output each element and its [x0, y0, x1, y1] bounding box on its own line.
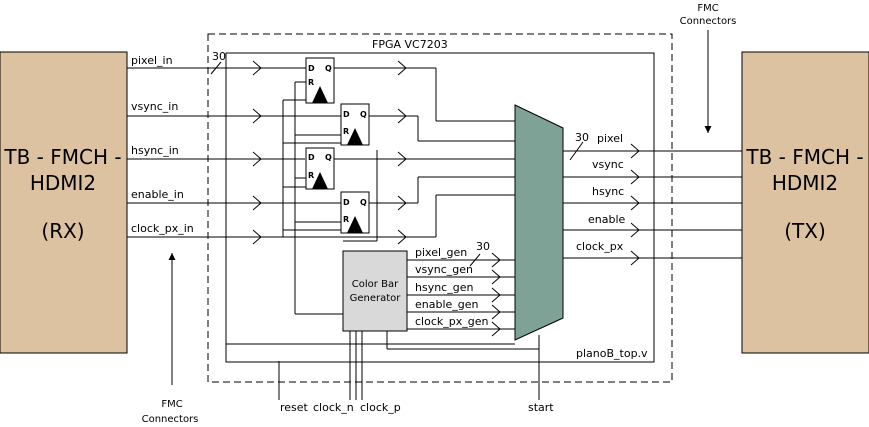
gen-label-enable: enable_gen	[415, 298, 479, 311]
input-label-clock: clock_px_in	[131, 222, 194, 235]
rx-title-1: TB - FMCH -	[3, 145, 121, 169]
output-label-pixel: pixel	[597, 132, 623, 145]
flipflop-pin-labels: D Q R D Q R D Q R D Q R	[308, 64, 367, 224]
flipflop-pixel	[305, 57, 335, 104]
pin-start: start	[528, 401, 554, 414]
color-bar-label-1: Color Bar	[352, 279, 399, 290]
ff-output-wires	[226, 67, 515, 345]
rx-title-2: HDMI2	[30, 171, 96, 195]
bus-width-gen: 30	[476, 240, 490, 253]
output-label-enable: enable	[588, 213, 626, 226]
tx-title-3: (TX)	[784, 219, 826, 243]
gen-label-vsync: vsync_gen	[415, 263, 473, 276]
gen-chevrons	[491, 252, 501, 337]
output-wires	[563, 141, 742, 259]
fmc-bottom-1: FMC	[161, 399, 182, 410]
top-module-box	[225, 52, 655, 363]
tx-title-1: TB - FMCH -	[745, 145, 863, 169]
input-label-pixel: pixel_in	[131, 54, 173, 67]
svg-text:Q: Q	[325, 64, 332, 73]
svg-text:R: R	[343, 215, 349, 224]
color-bar-label-2: Generator	[350, 293, 402, 304]
tx-title-2: HDMI2	[772, 171, 838, 195]
flipflop-hsync	[305, 147, 335, 190]
svg-text:Q: Q	[360, 110, 367, 119]
pin-clock-p: clock_p	[360, 401, 401, 414]
pin-clock-n: clock_n	[313, 401, 354, 414]
ff-output-chevrons	[397, 60, 407, 245]
bottom-pin-wires	[349, 331, 540, 400]
output-label-vsync: vsync	[592, 158, 624, 171]
input-chevrons	[252, 60, 262, 245]
svg-text:R: R	[308, 171, 314, 180]
rx-board	[0, 51, 128, 354]
input-label-vsync: vsync_in	[131, 100, 178, 113]
fmc-bottom-2: Connectors	[142, 414, 199, 425]
fmc-top-1: FMC	[697, 3, 718, 14]
fmc-top-2: Connectors	[680, 16, 737, 27]
svg-text:D: D	[308, 64, 315, 73]
fpga-title: FPGA VC7203	[372, 38, 448, 51]
top-module-label: planoB_top.v	[576, 347, 648, 360]
input-label-hsync: hsync_in	[131, 144, 179, 157]
svg-text:R: R	[343, 127, 349, 136]
flipflop-vsync	[340, 103, 370, 146]
svg-text:D: D	[308, 153, 315, 162]
output-label-hsync: hsync	[592, 185, 624, 198]
fpga-boundary	[207, 33, 673, 383]
bus-tick-in	[210, 61, 222, 75]
output-mux	[514, 104, 564, 341]
flipflop-enable	[340, 191, 370, 234]
rx-title-3: (RX)	[41, 219, 84, 243]
bus-width-in: 30	[212, 50, 226, 63]
tx-board	[741, 51, 869, 354]
gen-label-hsync: hsync_gen	[415, 281, 473, 294]
pin-reset: reset	[280, 401, 309, 414]
svg-text:Q: Q	[360, 198, 367, 207]
svg-text:Q: Q	[325, 153, 332, 162]
output-label-clock: clock_px	[576, 240, 624, 253]
bus-width-out: 30	[575, 131, 589, 144]
input-label-enable: enable_in	[131, 188, 184, 201]
gen-label-clock: clock_px_gen	[415, 315, 488, 328]
svg-text:R: R	[308, 78, 314, 87]
svg-text:D: D	[343, 110, 350, 119]
svg-text:D: D	[343, 198, 350, 207]
gen-label-pixel: pixel_gen	[415, 246, 467, 259]
color-bar-generator	[342, 250, 408, 332]
output-chevrons	[630, 143, 640, 266]
gen-output-wires	[407, 253, 515, 330]
